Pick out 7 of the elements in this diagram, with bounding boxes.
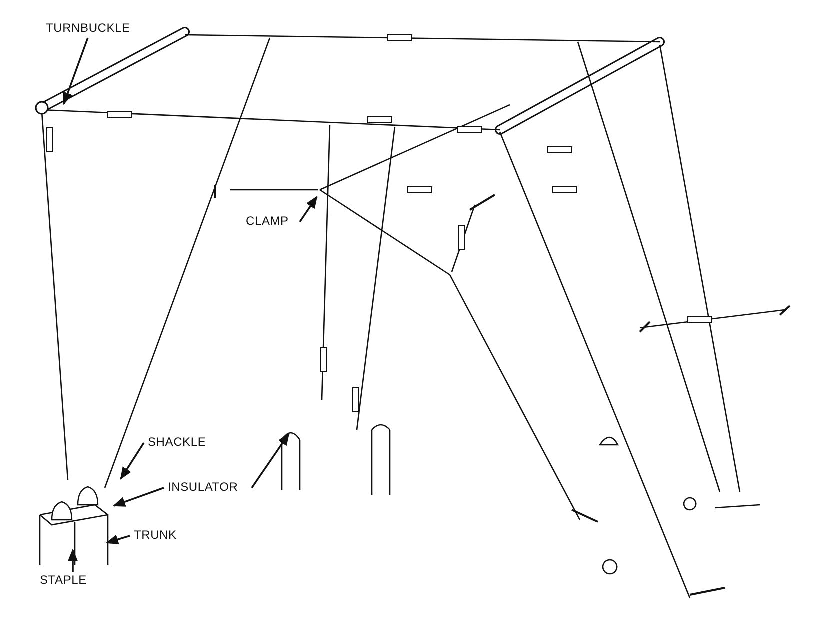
leader-line — [106, 534, 130, 545]
leader-line — [63, 38, 89, 106]
leader-line — [251, 432, 290, 488]
leader-line — [112, 487, 164, 507]
leader-line — [120, 442, 145, 480]
leader-line — [68, 548, 78, 572]
leader-line — [299, 196, 318, 222]
